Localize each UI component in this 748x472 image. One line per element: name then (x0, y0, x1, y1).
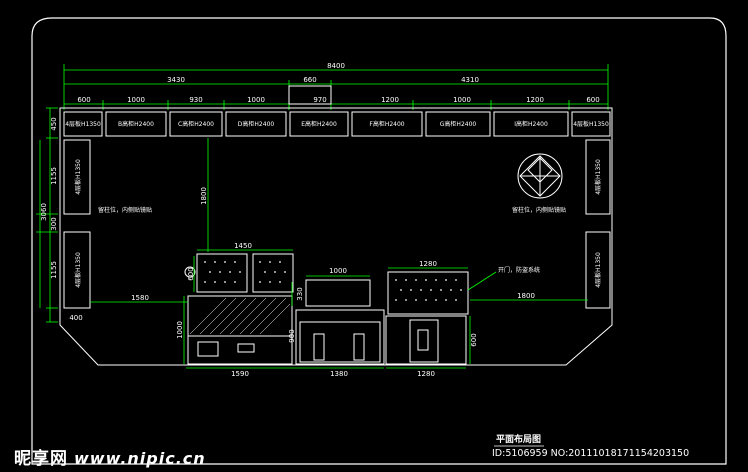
dim-top-1: 3430 (167, 76, 185, 84)
dim-center-vertical: 1800 (200, 187, 208, 205)
dim-middle-depth: 900 (288, 329, 296, 342)
dim-cab-9: 600 (586, 96, 599, 104)
wall-cabinet-label-7: G高柜H2400 (440, 120, 477, 128)
dim-top-2: 660 (303, 76, 316, 84)
wall-cabinet-label-9: 4层板H1350 (573, 120, 609, 128)
dim-left-2: 1155 (50, 167, 58, 185)
left-side-label-1: 4层板H1350 (74, 159, 82, 195)
wall-cabinet-label-1: 4层板H1350 (65, 120, 101, 128)
left-island-dots (204, 261, 286, 283)
watermark-id: ID:5106959 NO:20111018171154203150 (492, 448, 690, 459)
wall-cabinet-row (63, 85, 611, 137)
dim-cab-7: 1000 (453, 96, 471, 104)
right-island-dimensions (386, 267, 588, 369)
shop-outline (59, 107, 613, 366)
note-left-pillar: 留柱位，内侧贴镜贴 (98, 206, 152, 214)
dim-left-1: 450 (50, 117, 58, 130)
dim-left-4: 300 (50, 217, 58, 230)
dim-left-5: 1155 (50, 261, 58, 279)
left-island-dimensions (90, 249, 294, 369)
dim-middle-offset: 330 (296, 287, 304, 300)
wall-cabinet-labels: 4层板H1350 B高柜H2400 C高柜H2400 D高柜H2400 E高柜H… (65, 120, 609, 128)
wall-cabinet-label-2: B高柜H2400 (118, 120, 154, 128)
left-island-hatch (189, 297, 291, 335)
dim-cab-4: 1000 (247, 96, 265, 104)
dim-middle-top: 1000 (329, 267, 347, 275)
dim-left-island-bottom: 1590 (231, 370, 249, 378)
note-right-pillar: 留柱位，内侧贴镜贴 (512, 206, 566, 214)
dim-left-island-display: 600 (187, 267, 195, 280)
wall-cabinet-label-8: I高柜H2400 (514, 120, 548, 128)
dim-cab-5: 970 (313, 96, 326, 104)
dim-cab-3: 930 (189, 96, 202, 104)
top-dimensions (63, 64, 609, 110)
dim-right-depth: 600 (470, 333, 478, 346)
dim-left-3: 3060 (40, 203, 48, 221)
dim-left-6: 400 (69, 314, 82, 322)
wall-cabinet-label-3: C高柜H2400 (178, 120, 214, 128)
wall-cabinet-label-4: D高柜H2400 (238, 120, 275, 128)
watermark-url: www.nipic.cn (74, 449, 206, 468)
dim-left-island-offset: 1580 (131, 294, 149, 302)
right-side-cabinets (585, 139, 611, 309)
dim-left-island-top: 1450 (234, 242, 252, 250)
dim-right-offset: 1800 (517, 292, 535, 300)
middle-island (295, 279, 385, 365)
dim-cab-1: 600 (77, 96, 90, 104)
dim-cab-6: 1200 (381, 96, 399, 104)
dim-right-top: 1280 (419, 260, 437, 268)
left-side-cabinets (63, 139, 91, 309)
dim-cab-8: 1200 (526, 96, 544, 104)
sheet-border (31, 17, 727, 465)
dim-middle-bottom: 1380 (330, 370, 348, 378)
right-side-label-1: 4层板H1350 (594, 159, 602, 195)
dim-left-island-depth: 1000 (176, 321, 184, 339)
right-island (385, 271, 469, 365)
wall-cabinet-label-5: E高柜H2400 (301, 120, 337, 128)
watermark-logo: 昵享网 www.nipic.cn (14, 444, 206, 469)
cabinet-dimension-labels: 600 1000 930 1000 970 1200 1000 1200 600 (77, 96, 599, 104)
dim-cab-2: 1000 (127, 96, 145, 104)
note-door: 开门，防盗系统 (498, 266, 540, 274)
wall-cabinet-label-6: F高柜H2400 (369, 120, 404, 128)
dim-top-3: 4310 (461, 76, 479, 84)
dim-right-bottom: 1280 (417, 370, 435, 378)
left-island (184, 253, 294, 365)
right-side-label-2: 4层板H1350 (594, 252, 602, 288)
left-side-label-2: 4层板H1350 (74, 252, 82, 288)
round-display-table (517, 153, 563, 199)
left-vertical-dimensions (36, 107, 58, 323)
right-island-dots (395, 279, 462, 301)
drawing-title: 平面布局图 (496, 433, 541, 445)
dim-overall: 8400 (327, 62, 345, 70)
middle-island-dimensions (291, 275, 384, 369)
watermark-logo-text: 昵享网 (14, 449, 68, 469)
